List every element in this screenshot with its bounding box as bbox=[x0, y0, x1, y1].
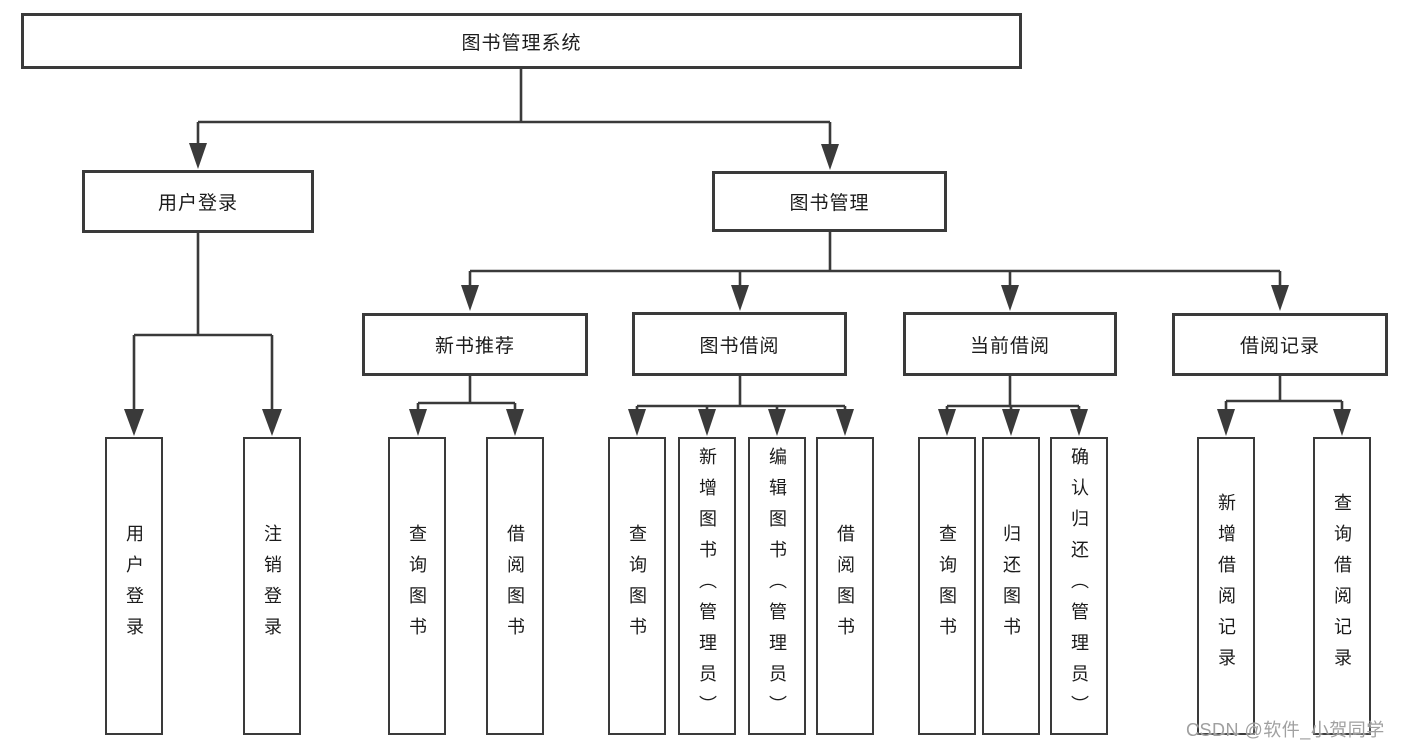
node-current-borrowing: 当前借阅 bbox=[903, 312, 1117, 376]
node-book-borrowing: 图书借阅 bbox=[632, 312, 847, 376]
node-new-book-recommend: 新书推荐 bbox=[362, 313, 588, 376]
leaf-edit-book-admin: 编辑图书（管理员） bbox=[748, 437, 806, 735]
leaf-add-book-admin: 新增图书（管理员） bbox=[678, 437, 736, 735]
leaf-confirm-return-admin: 确认归还（管理员） bbox=[1050, 437, 1108, 735]
leaf-add-borrow-record: 新增借阅记录 bbox=[1197, 437, 1255, 735]
leaf-query-books-current: 查询图书 bbox=[918, 437, 976, 735]
node-book-management: 图书管理 bbox=[712, 171, 947, 232]
node-library-management-system: 图书管理系统 bbox=[21, 13, 1022, 69]
node-borrow-records: 借阅记录 bbox=[1172, 313, 1388, 376]
arrowheads bbox=[124, 143, 1351, 436]
leaf-borrow-books: 借阅图书 bbox=[816, 437, 874, 735]
leaf-query-books-recommend: 查询图书 bbox=[388, 437, 446, 735]
leaf-return-book: 归还图书 bbox=[982, 437, 1040, 735]
csdn-watermark: CSDN @软件_小贺同学 bbox=[1186, 720, 1385, 740]
leaf-logout: 注销登录 bbox=[243, 437, 301, 735]
leaf-query-books-borrowing: 查询图书 bbox=[608, 437, 666, 735]
leaf-borrow-books-recommend: 借阅图书 bbox=[486, 437, 544, 735]
leaf-query-borrow-record: 查询借阅记录 bbox=[1313, 437, 1371, 735]
node-user-login: 用户登录 bbox=[82, 170, 314, 233]
leaf-user-login: 用户登录 bbox=[105, 437, 163, 735]
